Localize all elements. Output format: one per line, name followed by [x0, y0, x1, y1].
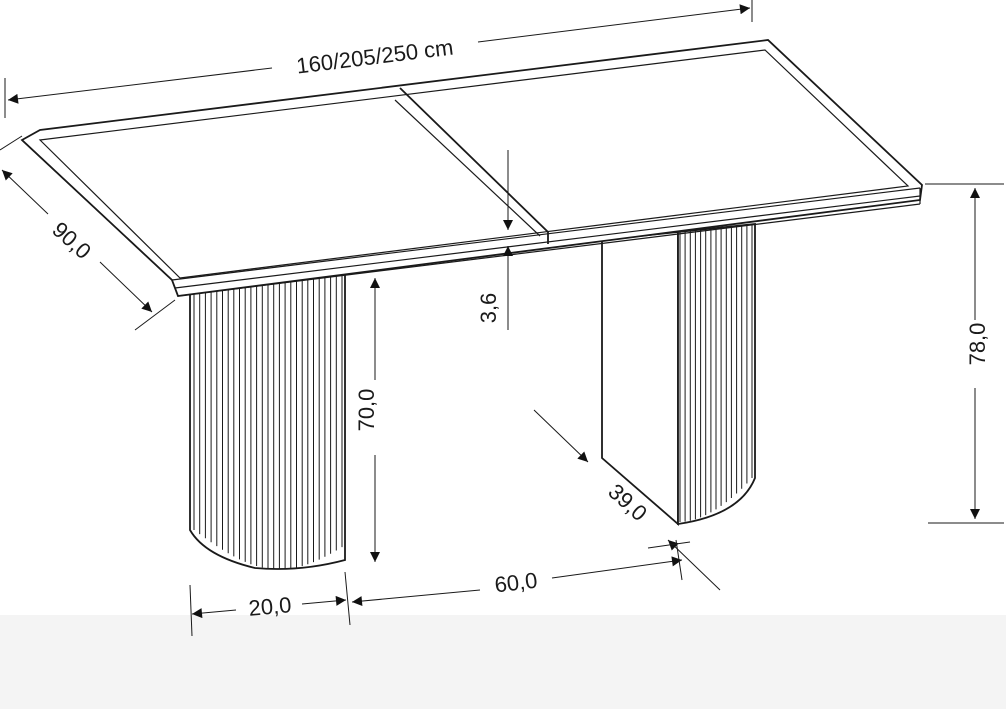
- dim-top-thickness: 3,6: [476, 150, 513, 330]
- dim-length-label: 160/205/250 cm: [295, 34, 455, 78]
- dim-total-height-label: 78,0: [965, 323, 990, 366]
- dim-total-height: 78,0: [925, 183, 1004, 524]
- dim-depth-label: 90,0: [47, 217, 96, 264]
- dim-top-thickness-label: 3,6: [476, 293, 501, 324]
- dim-leg-width: 20,0: [189, 571, 351, 637]
- dim-leg-spacing: 60,0: [351, 539, 683, 607]
- bottom-band: [0, 615, 1006, 709]
- dim-leg-spacing-label: 60,0: [493, 567, 539, 597]
- dim-leg-width-label: 20,0: [248, 592, 293, 621]
- dim-leg-height-label: 70,0: [354, 389, 379, 432]
- left-leg: [189, 270, 346, 570]
- right-leg: [601, 223, 756, 526]
- table-top: [20, 39, 923, 297]
- dim-leg-height: 70,0: [354, 278, 380, 562]
